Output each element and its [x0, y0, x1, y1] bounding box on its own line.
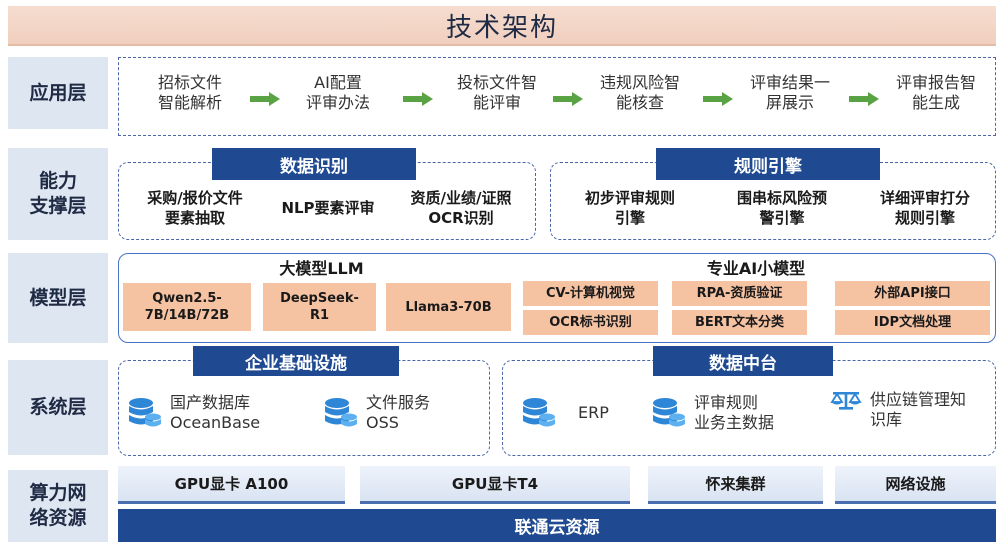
sys-item-oss: 文件服务 OSS — [324, 390, 484, 436]
llm-heading: 大模型LLM — [279, 259, 364, 278]
sys-label-erp: ERP — [578, 403, 609, 422]
cloud-resources-bar: 联通云资源 — [118, 509, 996, 542]
database-icon — [325, 398, 357, 427]
layer-label-compute: 算力网 络资源 — [8, 470, 108, 542]
compute-item-huailai: 怀来集群 — [648, 466, 823, 504]
small-model-api: 外部API接口 — [835, 281, 990, 306]
compute-item-t4: GPU显卡T4 — [360, 466, 630, 504]
model-layer-box — [118, 253, 996, 343]
data-platform-tag: 数据中台 — [653, 346, 833, 376]
small-model-ocr: OCR标书识别 — [523, 310, 658, 335]
layer-label-model: 模型层 — [8, 253, 108, 343]
app-layer-box — [118, 57, 996, 136]
small-model-idp: IDP文档处理 — [835, 310, 990, 335]
right-arrow-icon — [403, 92, 433, 106]
small-model-cv: CV-计算机视觉 — [523, 281, 658, 306]
scale-icon — [830, 392, 862, 410]
layer-label-app: 应用层 — [8, 57, 108, 129]
app-item-ai-config: AI配置 评审办法 — [305, 73, 370, 112]
database-icon — [653, 398, 685, 427]
sys-label-supply-chain: 供应链管理知 识库 — [870, 390, 967, 429]
llm-item-qwen: Qwen2.5- 7B/14B/72B — [123, 283, 251, 331]
sys-item-erp: ERP — [522, 390, 632, 436]
page-title: 技术架构 — [8, 6, 996, 46]
data-recognition-tag: 数据识别 — [212, 148, 416, 180]
llm-item-llama: Llama3-70B — [386, 283, 511, 331]
right-arrow-icon — [703, 92, 733, 106]
layer-label-capability: 能力 支撑层 — [8, 148, 108, 240]
llm-item-deepseek: DeepSeek- R1 — [263, 283, 376, 331]
database-icon — [523, 398, 555, 427]
app-item-bid-review: 投标文件智 能评审 — [456, 73, 537, 112]
infra-tag: 企业基础设施 — [193, 346, 399, 376]
sys-label-oceanbase: 国产数据库 OceanBase — [170, 393, 261, 432]
sys-item-master-data: 评审规则 业务主数据 — [652, 390, 822, 436]
compute-item-network: 网络设施 — [835, 466, 996, 504]
sys-label-master-data: 评审规则 业务主数据 — [694, 393, 775, 432]
cap-item-extraction: 采购/报价文件 要素抽取 — [147, 189, 243, 227]
layer-label-system: 系统层 — [8, 360, 108, 455]
right-arrow-icon — [553, 92, 583, 106]
app-item-risk-check: 违规风险智 能核查 — [599, 73, 680, 112]
database-icon — [129, 398, 161, 427]
sys-item-supply-chain: 供应链管理知 识库 — [830, 384, 996, 436]
right-arrow-icon — [250, 92, 280, 106]
cap-item-nlp: NLP要素评审 — [281, 199, 375, 217]
right-arrow-icon — [849, 92, 879, 106]
cap-item-scoring-rules: 详细评审打分 规则引擎 — [879, 189, 970, 227]
app-item-report-gen: 评审报告智 能生成 — [895, 73, 976, 112]
compute-item-a100: GPU显卡 A100 — [118, 466, 345, 504]
small-model-bert: BERT文本分类 — [672, 310, 807, 335]
sys-item-oceanbase: 国产数据库 OceanBase — [128, 390, 318, 436]
app-item-bid-parse: 招标文件 智能解析 — [157, 73, 222, 112]
cap-item-initial-rules: 初步评审规则 引擎 — [584, 189, 675, 227]
small-model-heading: 专业AI小模型 — [706, 259, 806, 278]
small-model-rpa: RPA-资质验证 — [672, 281, 807, 306]
rule-engine-tag: 规则引擎 — [656, 148, 880, 180]
cap-item-ocr: 资质/业绩/证照 OCR识别 — [410, 189, 512, 227]
cap-item-collusion-warning: 围串标风险预 警引擎 — [736, 189, 827, 227]
sys-label-oss: 文件服务 OSS — [366, 393, 431, 432]
app-item-result-display: 评审结果一 屏展示 — [749, 73, 830, 112]
